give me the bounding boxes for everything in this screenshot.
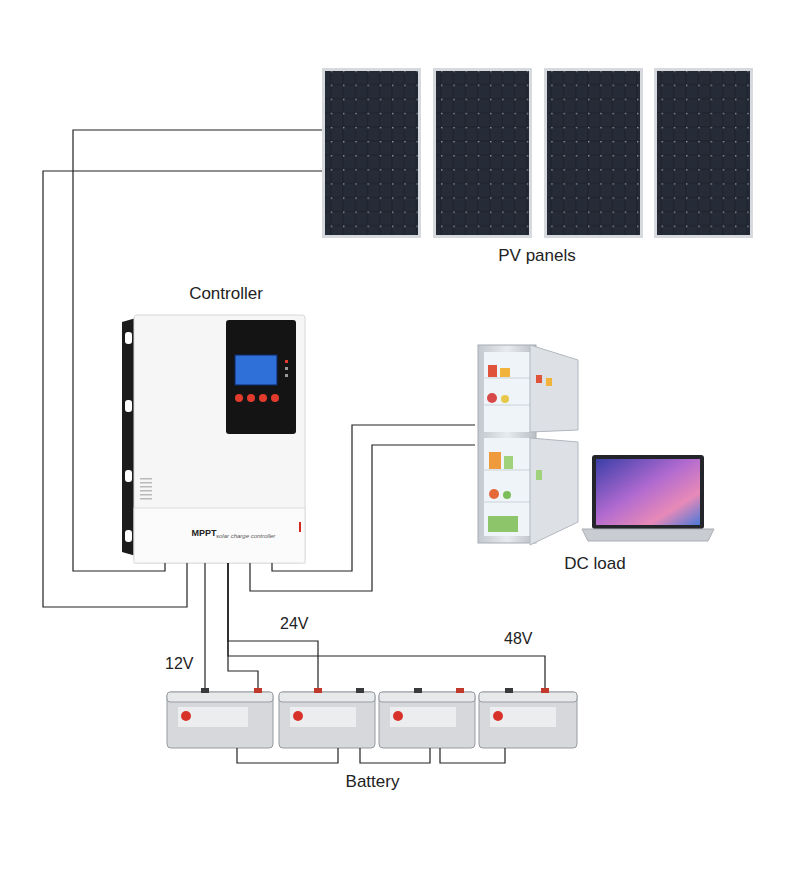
node-label: PV panels [498, 246, 576, 266]
wire [250, 445, 475, 591]
pv-array: PV panels [322, 68, 752, 268]
voltage-label-wrap: 12V [164, 655, 194, 673]
voltage-label: 48V [503, 630, 533, 648]
voltage-label-wrap: 24V [279, 615, 309, 633]
wire [228, 563, 545, 688]
wire-line [228, 563, 545, 688]
node-label-wrap: PV panels [322, 246, 752, 266]
battery-bank: Battery [160, 688, 585, 792]
node-label: Battery [346, 772, 400, 792]
controller-art [122, 315, 305, 563]
wire-line [43, 171, 322, 607]
wire-line [204, 563, 205, 688]
node-label: Controller [189, 284, 263, 304]
wire [228, 563, 258, 688]
product-text: solar charge controller [216, 533, 275, 540]
wire-line [272, 425, 475, 571]
wire [43, 171, 322, 607]
voltage-label: 24V [279, 615, 309, 633]
wire [73, 130, 322, 571]
fridge-art [478, 345, 578, 545]
wire-line [73, 130, 322, 571]
wire [205, 563, 206, 688]
voltage-label-wrap: 48V [503, 630, 533, 648]
node-label: DC load [564, 554, 625, 574]
pv-panels-art [322, 68, 753, 238]
product-text-wrap: solar charge controller [216, 524, 296, 542]
node-label-wrap: Controller [166, 284, 286, 304]
dc-load: DC load [475, 342, 715, 574]
wire [272, 425, 475, 571]
brand-text: MPPT [191, 528, 216, 538]
node-label-wrap: DC load [475, 554, 715, 574]
wire-line [250, 445, 475, 591]
node-label-wrap: Battery [160, 772, 585, 792]
wire-line [228, 563, 318, 688]
wire [228, 563, 318, 688]
wire-line [228, 563, 258, 688]
voltage-label: 12V [164, 655, 194, 673]
charge-controller: ControllerMPPTsolar charge controller [120, 282, 305, 563]
laptop-art [582, 455, 714, 541]
battery-art [167, 688, 577, 763]
